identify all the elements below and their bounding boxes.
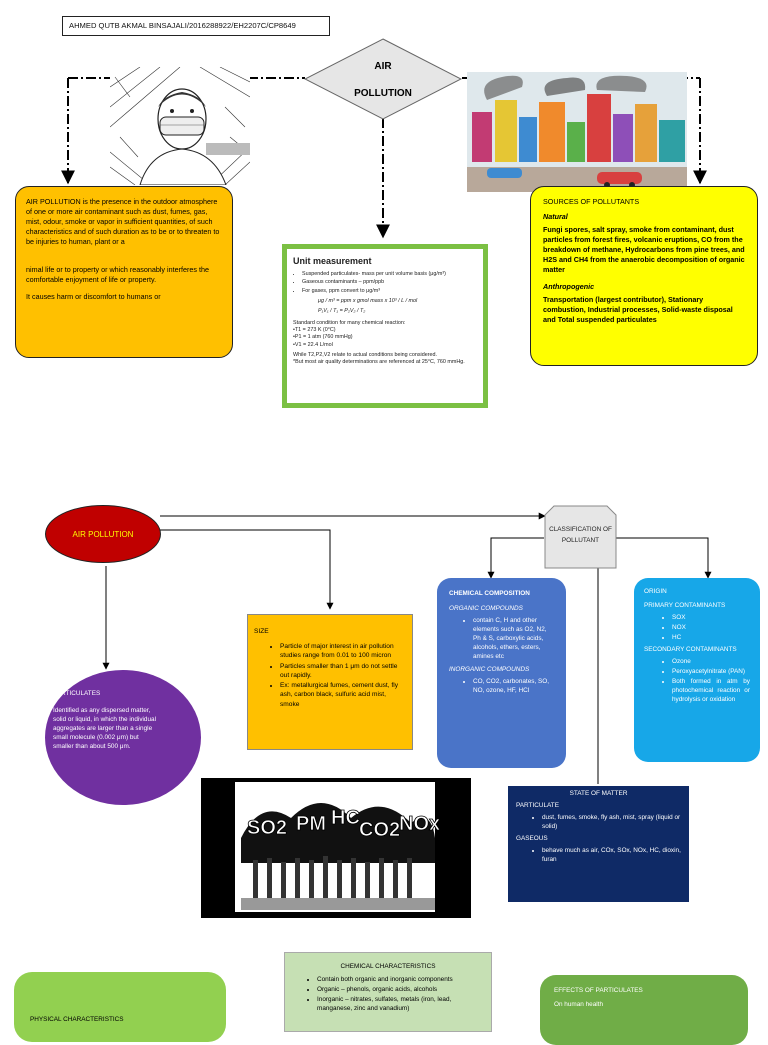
chemical-composition-box: CHEMICAL COMPOSITION ORGANIC COMPOUNDS c… [437,578,566,768]
unit-bullet: For gases, ppm convert to μg/m³ [302,288,477,295]
state-gaseous-label: GASEOUS [516,834,548,842]
inorganic-label: INORGANIC COMPOUNDS [449,665,530,673]
definition-p2: nimal life or to property or which reaso… [26,265,209,285]
cond-title: Standard condition for many chemical rea… [293,319,406,326]
unit-bullet: Suspended particulates- mass per unit vo… [302,271,477,278]
classification-line2: POLLUTANT [562,537,599,544]
sources-box: SOURCES OF POLLUTANTS Natural Fungi spor… [530,186,758,366]
smoke-label-nox: NOx [399,813,440,835]
unit-note1: While T2,P2,V2 relate to actual conditio… [293,351,438,358]
chemical-title: CHEMICAL COMPOSITION [449,590,530,597]
secondary-item: Peroxyacetylnitrate (PAN) [672,668,750,677]
size-item: Particles smaller than 1 μm do not settl… [280,662,406,680]
secondary-label: SECONDARY CONTAMINANTS [644,645,737,653]
smoke-label-co2: CO2 [359,819,400,841]
chem-char-item: Contain both organic and inorganic compo… [317,976,481,985]
formula1-lhs: μg / m³ [318,298,335,305]
effects-title: EFFECTS OF PARTICULATES [554,987,643,994]
cond-3: •V1 = 22.4 L/mol [293,341,333,348]
definition-box: AIR POLLUTION is the presence in the out… [15,186,233,358]
masked-person-illustration [110,67,250,185]
unit-measurement-box: Unit measurement Suspended particulates-… [282,244,488,408]
state-particulate-label: PARTICULATE [516,801,559,809]
author-header: AHMED QUTB AKMAL BINSAJALI/2016288922/EH… [62,16,330,36]
particulates-title: PARTICULATES [53,690,101,697]
cond-1: •T1 = 273 K (0°C) [293,326,336,333]
definition-p1: AIR POLLUTION is the presence in the out… [26,197,220,247]
smoke-label-pm: PM [296,813,326,835]
classification-shape: CLASSIFICATION OF POLLUTANT [544,505,617,569]
state-gaseous-item: behave much as air, COx, SOx, NOx, HC, d… [542,847,681,865]
smoke-label-so2: SO2 [247,817,287,839]
particulates-text: Identified as any dispersed matter, soli… [53,706,157,750]
unit-note2: *But most air quality determinations are… [293,359,465,366]
origin-title: ORIGIN [644,588,667,595]
primary-label: PRIMARY CONTAMINANTS [644,601,726,609]
physical-characteristics-box: PHYSICAL CHARACTERISTICS [14,972,226,1042]
size-box: SIZE Particle of major interest in air p… [247,614,413,750]
size-item: Ex: metallurgical fumes, cement dust, fl… [280,681,406,709]
primary-item: NOX [672,624,750,633]
air-pollution-ellipse: AIR POLLUTION [45,505,161,563]
diamond-line2: POLLUTION [354,88,412,99]
chem-char-item: Organic – phenols, organic acids, alcoho… [317,986,481,995]
effects-sub: On human health [554,1000,604,1008]
sources-anthro-text: Transportation (largest contributor), St… [543,294,733,324]
secondary-item: Both formed in atm by photochemical reac… [672,678,750,705]
formula1-rhs: = ppm x gmol mass x 10³ / L / mol [336,298,418,305]
pollutant-smokestacks-image: SO2 PM HC CO2 NOx [201,778,471,918]
chemical-characteristics-box: CHEMICAL CHARACTERISTICS Contain both or… [284,952,492,1032]
city-pollution-illustration [467,72,687,192]
organic-label: ORGANIC COMPOUNDS [449,604,523,612]
chem-char-item: Inorganic – nitrates, sulfates, metals (… [317,996,481,1014]
air-pollution-diamond: AIR POLLUTION [304,38,462,120]
primary-item: HC [672,634,750,643]
particulates-circle: PARTICULATES Identified as any dispersed… [45,670,201,805]
classification-line1: CLASSIFICATION OF [549,526,612,533]
physical-title: PHYSICAL CHARACTERISTICS [30,1016,124,1023]
primary-item: SOX [672,614,750,623]
effects-of-particulates-box: EFFECTS OF PARTICULATES On human health [540,975,748,1045]
origin-box: ORIGIN PRIMARY CONTAMINANTS SOX NOX HC S… [634,578,760,762]
sources-anthro-label: Anthropogenic [543,281,595,291]
cond-2: •P1 = 1 atm (760 mmHg) [293,334,353,341]
state-title: STATE OF MATTER [569,790,628,797]
unit-bullet: Gaseous contaminants – ppm/ppb [302,279,477,286]
definition-p3: It causes harm or discomfort to humans o… [26,291,161,301]
chem-char-title: CHEMICAL CHARACTERISTICS [340,963,436,970]
diamond-line1: AIR [374,61,392,72]
smoke-label-hc: HC [331,807,360,829]
sources-title: SOURCES OF POLLUTANTS [543,197,640,206]
secondary-item: Ozone [672,658,750,667]
formula2: P₁V₁ / T₁ = P₂V₂ / T₂ [318,308,366,315]
sources-natural-text: Fungi spores, salt spray, smoke from con… [543,225,745,275]
inorganic-item: CO, CO2, carbonates, SO, NO, ozone, HF, … [473,678,554,696]
size-title: SIZE [254,628,269,635]
organic-item: contain C, H and other elements such as … [473,617,554,662]
unit-title: Unit measurement [293,256,372,266]
ellipse-label: AIR POLLUTION [72,529,134,539]
sources-natural-label: Natural [543,212,568,222]
state-of-matter-box: STATE OF MATTER PARTICULATE dust, fumes,… [508,786,689,902]
size-item: Particle of major interest in air pollut… [280,642,406,660]
state-particulate-item: dust, fumes, smoke, fly ash, mist, spray… [542,814,681,832]
